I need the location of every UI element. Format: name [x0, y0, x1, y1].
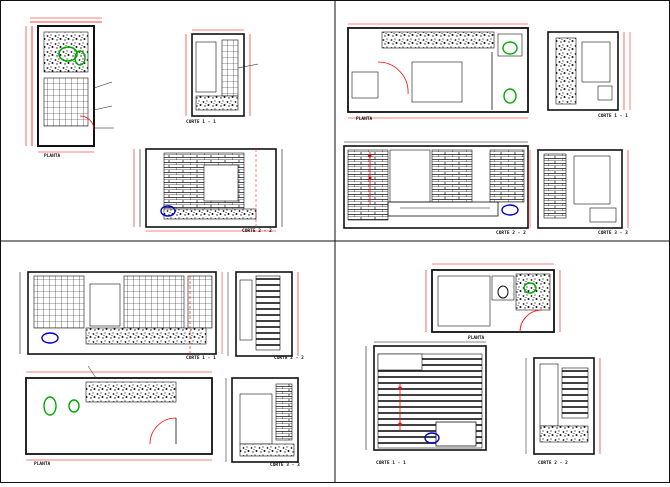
q1-section-a-caption: CORTE 1 - 1	[186, 120, 216, 125]
q2-section-b-caption: CORTE 2 - 2	[496, 231, 526, 236]
q4-section-b	[525, 357, 601, 455]
q2-plan-caption: PLANTA	[356, 117, 373, 122]
q2-section-b	[343, 141, 529, 229]
q1-plan	[25, 17, 114, 153]
q1-section-a	[185, 29, 259, 117]
q3-section-b	[227, 271, 299, 357]
q3-plan-caption: PLANTA	[34, 462, 51, 467]
q4-section-b-caption: CORTE 2 - 2	[538, 461, 568, 466]
q4-plan	[425, 263, 561, 333]
q2-section-a-caption: CORTE 1 - 1	[598, 114, 628, 119]
q3-section-a-caption: CORTE 1 - 1	[186, 356, 216, 361]
q3-section-b-caption: CORTE 2 - 2	[274, 356, 304, 361]
q3-section-c	[225, 377, 299, 463]
q3-plan	[25, 365, 213, 461]
q2-plan	[347, 23, 529, 119]
q4-section-a	[365, 341, 487, 451]
q3-section-a	[19, 271, 223, 355]
q4-section-a-caption: CORTE 1 - 1	[376, 461, 406, 466]
q1-plan-caption: PLANTA	[44, 154, 61, 159]
q4-plan-caption: PLANTA	[468, 336, 485, 341]
q1-section-b-caption: CORTE 2 - 2	[242, 229, 272, 234]
q2-section-c-caption: CORTE 3 - 3	[598, 231, 628, 236]
q2-section-a	[547, 31, 631, 111]
q2-section-c	[529, 149, 629, 229]
q3-section-c-caption: CORTE 3 - 3	[270, 463, 300, 468]
q1-section-b	[133, 148, 283, 232]
